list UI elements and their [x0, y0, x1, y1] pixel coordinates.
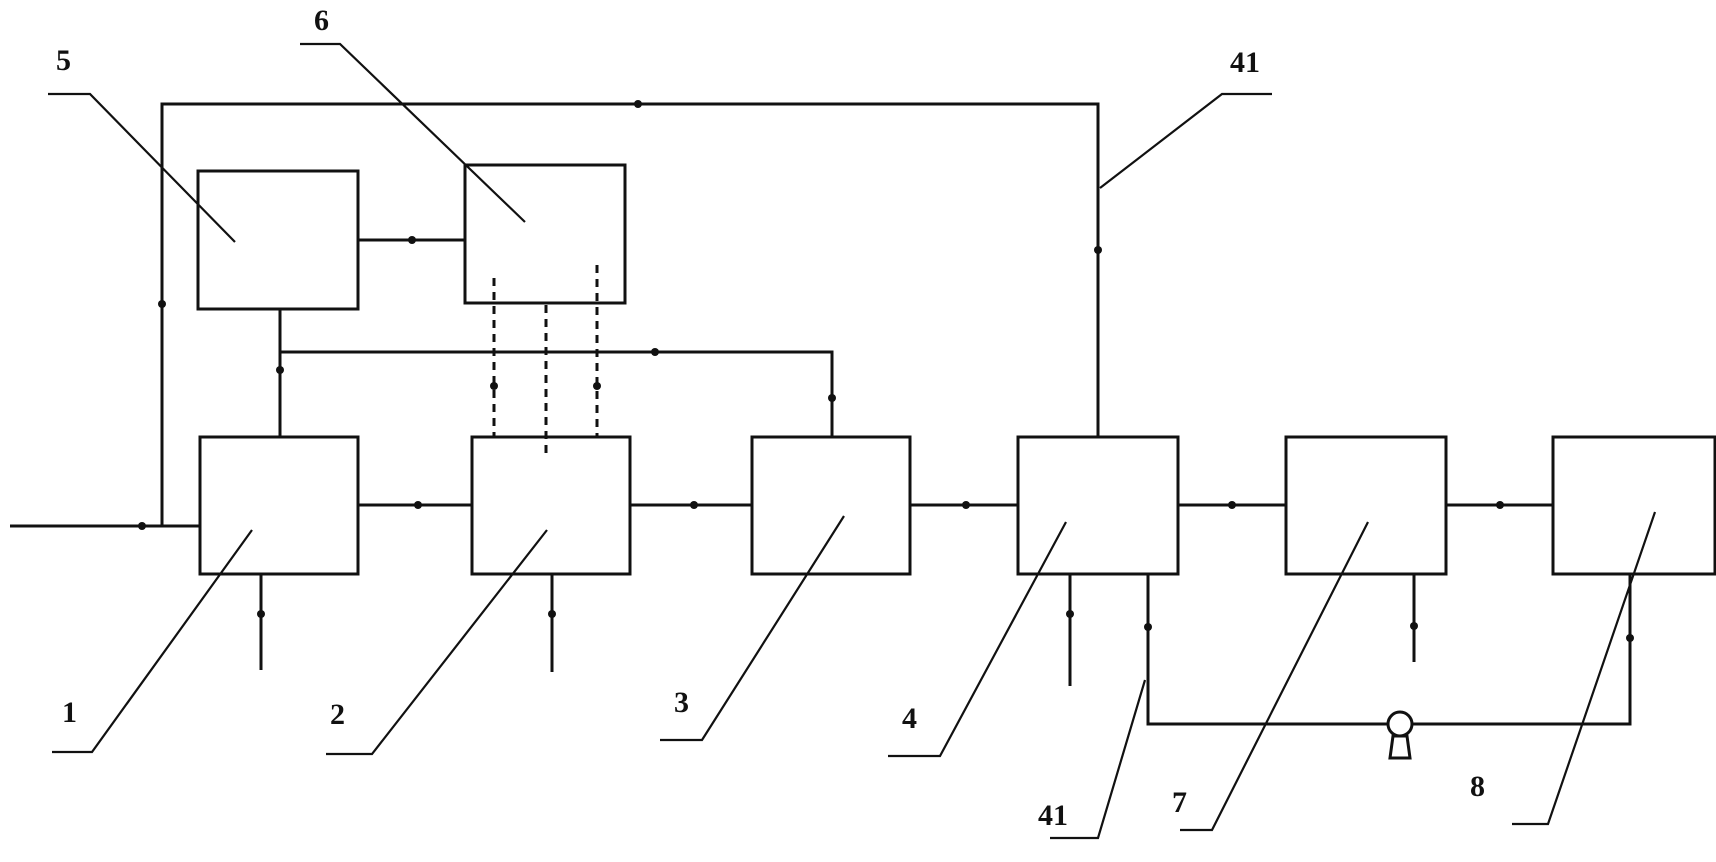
- label-unit-7: 7: [1172, 786, 1187, 819]
- label-unit-5: 5: [56, 44, 71, 77]
- leader-5: [48, 92, 236, 243]
- recycle-pipe-41-bottom: [1146, 574, 1387, 726]
- unit-3-box: [750, 435, 912, 576]
- recycle-pipe-41-top: [160, 102, 1100, 526]
- leader-41-bottom: [1050, 679, 1147, 840]
- unit-4-box: [1016, 435, 1180, 576]
- label-pipe-41-bottom: 41: [1038, 799, 1068, 832]
- leader-4: [888, 521, 1067, 758]
- label-unit-8: 8: [1470, 770, 1485, 803]
- unit-2-box: [470, 435, 632, 576]
- label-unit-1: 1: [62, 696, 77, 729]
- pump-icon: [1386, 710, 1414, 760]
- leader-6: [300, 42, 526, 223]
- unit-7-box: [1284, 435, 1448, 576]
- pipe-5-to-3: [280, 350, 834, 437]
- unit-1-box: [198, 435, 360, 576]
- label-unit-3: 3: [674, 686, 689, 719]
- return-pipe-from-8: [1413, 574, 1632, 726]
- leader-8: [1512, 511, 1657, 826]
- unit-8-box: [1551, 435, 1716, 576]
- leader-3: [660, 515, 845, 742]
- label-pipe-41-top: 41: [1230, 46, 1260, 79]
- unit-5-box: [196, 169, 360, 311]
- unit-6-box: [463, 163, 627, 305]
- leader-7: [1180, 521, 1369, 832]
- leader-41-top: [1099, 92, 1272, 189]
- leader-1: [52, 529, 253, 754]
- leader-2: [326, 529, 548, 756]
- label-unit-2: 2: [330, 698, 345, 731]
- label-unit-4: 4: [902, 702, 917, 735]
- label-unit-6: 6: [314, 4, 329, 37]
- flow-dots: [138, 100, 1634, 642]
